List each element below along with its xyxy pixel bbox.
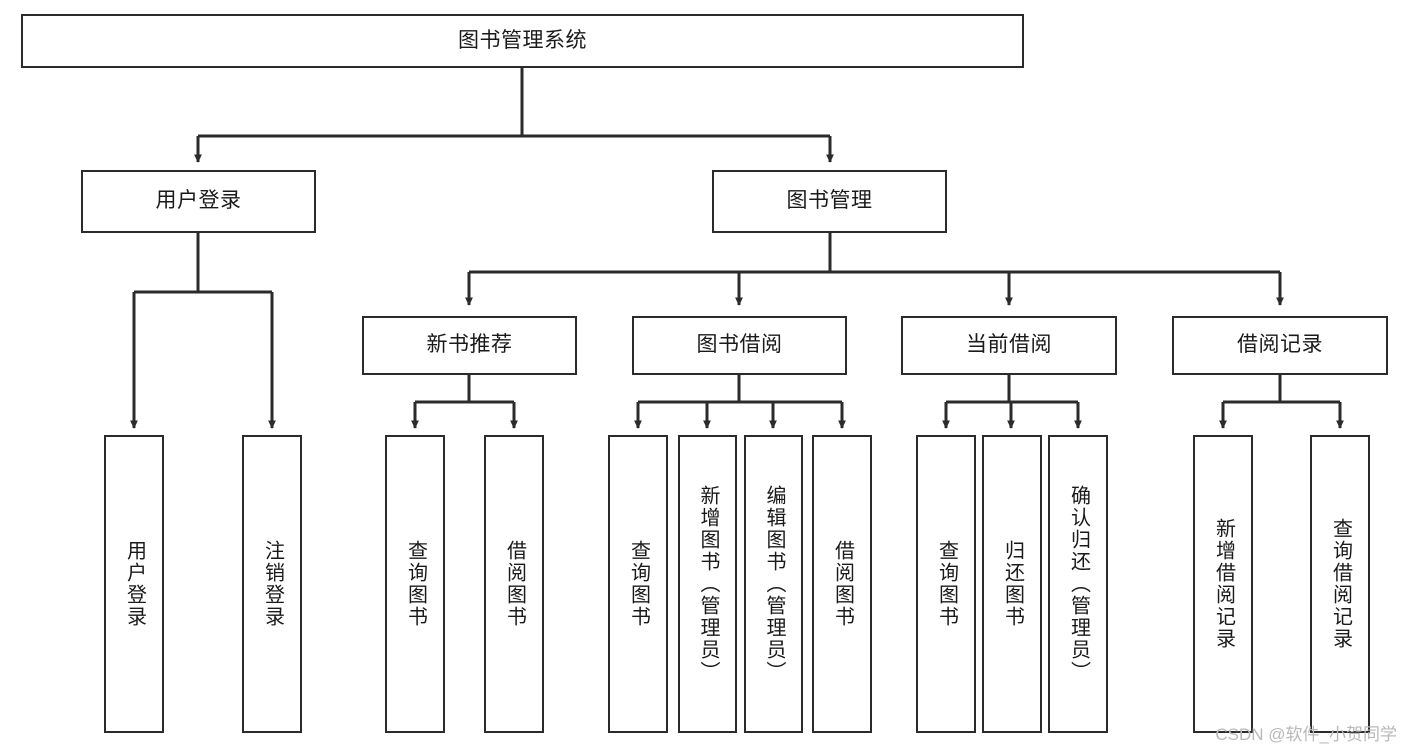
node-new-book-recommend[interactable]: 新书推荐 — [362, 316, 577, 375]
node-label: 用户登录 — [123, 540, 146, 628]
node-label: 查询图书 — [627, 540, 650, 628]
node-label: 查询图书 — [935, 540, 958, 628]
leaf-book-borrow-edit-book-admin[interactable]: 编辑图书（管理员） — [744, 435, 803, 733]
leaf-book-borrow-add-book-admin[interactable]: 新增图书（管理员） — [678, 435, 737, 733]
node-label: 编辑图书（管理员） — [763, 485, 785, 683]
leaf-current-borrow-confirm-return-admin[interactable]: 确认归还（管理员） — [1048, 435, 1108, 733]
leaf-borrow-record-query-record[interactable]: 查询借阅记录 — [1310, 435, 1370, 733]
node-label: 图书管理系统 — [458, 28, 587, 52]
node-borrow-record[interactable]: 借阅记录 — [1172, 316, 1388, 375]
node-label: 新书推荐 — [426, 333, 513, 357]
leaf-current-borrow-query-book[interactable]: 查询图书 — [916, 435, 976, 733]
leaf-borrow-record-add-record[interactable]: 新增借阅记录 — [1193, 435, 1253, 733]
leaf-user-login-logout[interactable]: 注销登录 — [242, 435, 302, 733]
node-label: 查询图书 — [404, 540, 427, 628]
leaf-new-book-query-book[interactable]: 查询图书 — [385, 435, 445, 733]
node-user-login[interactable]: 用户登录 — [81, 170, 316, 233]
node-book-management[interactable]: 图书管理 — [712, 170, 947, 233]
node-book-borrow[interactable]: 图书借阅 — [632, 316, 847, 375]
node-current-borrow[interactable]: 当前借阅 — [901, 316, 1117, 375]
node-label: 图书借阅 — [696, 333, 783, 357]
node-label: 用户登录 — [155, 189, 242, 213]
leaf-user-login-login[interactable]: 用户登录 — [104, 435, 164, 733]
leaf-new-book-borrow-book[interactable]: 借阅图书 — [484, 435, 544, 733]
node-label: 查询借阅记录 — [1329, 518, 1352, 650]
node-label: 注销登录 — [261, 540, 284, 628]
csdn-watermark: CSDN @软件_小贺同学 — [1215, 725, 1397, 744]
leaf-current-borrow-return-book[interactable]: 归还图书 — [982, 435, 1042, 733]
node-label: 当前借阅 — [966, 333, 1052, 357]
leaf-book-borrow-query-book[interactable]: 查询图书 — [608, 435, 668, 733]
node-label: 借阅记录 — [1237, 333, 1323, 357]
node-label: 归还图书 — [1001, 540, 1024, 628]
node-label: 图书管理 — [786, 189, 873, 213]
node-label: 借阅图书 — [831, 540, 854, 628]
leaf-book-borrow-borrow-book[interactable]: 借阅图书 — [812, 435, 872, 733]
node-root-system[interactable]: 图书管理系统 — [21, 14, 1024, 68]
node-label: 借阅图书 — [503, 540, 526, 628]
node-label: 新增借阅记录 — [1212, 518, 1235, 650]
node-label: 确认归还（管理员） — [1067, 485, 1090, 683]
node-label: 新增图书（管理员） — [697, 485, 719, 683]
